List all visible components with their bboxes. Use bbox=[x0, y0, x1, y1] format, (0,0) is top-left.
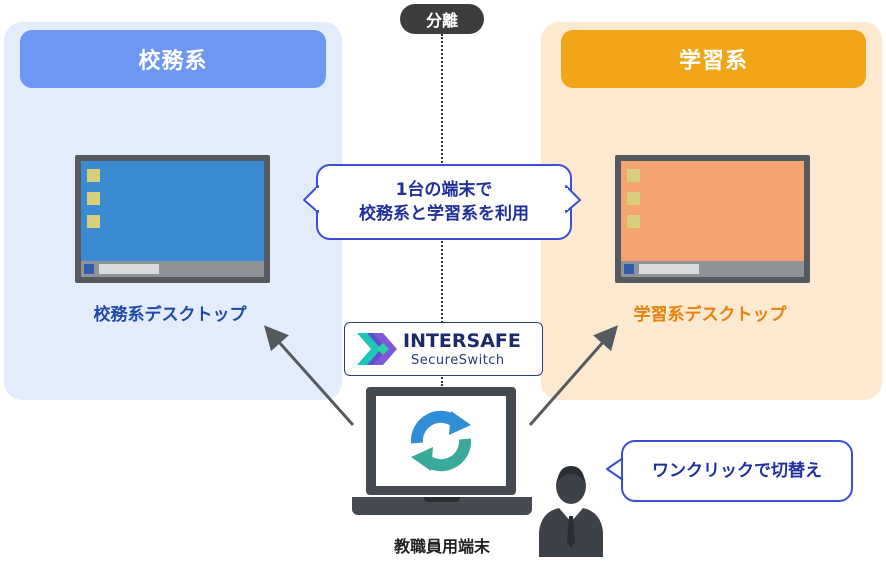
learning-desktop-label: 学習系デスクトップ bbox=[633, 305, 787, 325]
desktop-file-icon bbox=[87, 215, 100, 228]
single-terminal-callout: 1台の端末で 校務系と学習系を利用 bbox=[316, 164, 572, 240]
learning-header: 学習系 bbox=[561, 30, 866, 88]
desktop-file-icon bbox=[627, 192, 640, 205]
school-affairs-desktop-label: 校務系デスクトップ bbox=[93, 305, 247, 325]
product-name: INTERSAFE bbox=[403, 330, 521, 352]
separation-label: 分離 bbox=[400, 4, 484, 34]
learning-desktop-monitor bbox=[615, 155, 810, 283]
desktop-file-icon bbox=[627, 215, 640, 228]
teacher-laptop bbox=[366, 387, 516, 495]
product-logo-icon bbox=[357, 333, 397, 365]
teacher-person-icon bbox=[539, 466, 603, 557]
laptop-base bbox=[352, 497, 532, 515]
taskbar bbox=[81, 261, 264, 277]
callout-line-1: 1台の端末で bbox=[395, 180, 493, 200]
school-affairs-header: 校務系 bbox=[20, 30, 326, 88]
desktop-file-icon bbox=[87, 192, 100, 205]
school-affairs-desktop-monitor bbox=[75, 155, 270, 283]
start-icon bbox=[624, 264, 634, 274]
arrow-to-learning bbox=[528, 325, 618, 426]
sync-icon bbox=[410, 410, 472, 472]
taskbar-item bbox=[639, 264, 699, 274]
start-icon bbox=[84, 264, 94, 274]
desktop-screen bbox=[81, 161, 264, 277]
callout-line-2: 校務系と学習系を利用 bbox=[359, 204, 529, 224]
product-logo: INTERSAFE SecureSwitch bbox=[344, 322, 543, 376]
laptop-screen bbox=[376, 396, 506, 486]
taskbar-item bbox=[99, 264, 159, 274]
product-subname: SecureSwitch bbox=[411, 353, 505, 368]
teacher-terminal-label: 教職員用端末 bbox=[393, 537, 490, 556]
taskbar bbox=[621, 261, 804, 277]
arrow-to-school-affairs bbox=[264, 325, 355, 426]
desktop-file-icon bbox=[87, 169, 100, 182]
one-click-switch-callout: ワンクリックで切替え bbox=[621, 440, 853, 502]
desktop-screen bbox=[621, 161, 804, 277]
desktop-file-icon bbox=[627, 169, 640, 182]
one-click-switch-text: ワンクリックで切替え bbox=[652, 461, 822, 481]
laptop-notch bbox=[424, 497, 460, 502]
